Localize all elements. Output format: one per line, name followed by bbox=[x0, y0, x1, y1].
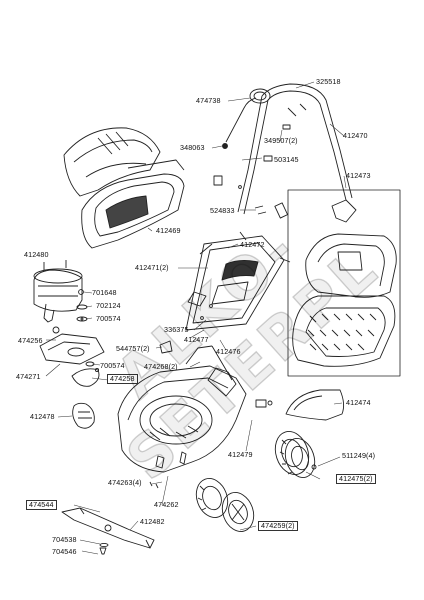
electric-motor bbox=[33, 260, 88, 323]
part-label-348063: 348063 bbox=[180, 143, 205, 152]
part-label-544757: 544757(2) bbox=[116, 344, 150, 353]
part-label-474256: 474256 bbox=[18, 336, 43, 345]
part-label-511249: 511249(4) bbox=[342, 451, 376, 460]
part-label-704538: 704538 bbox=[52, 535, 77, 544]
part-label-412482: 412482 bbox=[140, 517, 165, 526]
part-label-412475: 412475(2) bbox=[336, 474, 376, 484]
part-label-474258: 474258 bbox=[107, 374, 138, 384]
part-label-702124: 702124 bbox=[96, 301, 121, 310]
handle-assembly bbox=[213, 83, 353, 219]
part-label-412474: 412474 bbox=[346, 398, 371, 407]
part-label-474544: 474544 bbox=[26, 500, 57, 510]
rear-wheels bbox=[274, 431, 317, 478]
part-label-700574-b: 700574 bbox=[100, 361, 125, 370]
front-wheels bbox=[195, 478, 255, 532]
part-label-336375: 336375 bbox=[164, 325, 189, 334]
mulch-deflector bbox=[285, 389, 345, 421]
part-label-700574-a: 700574 bbox=[96, 314, 121, 323]
part-label-524833: 524833 bbox=[210, 206, 235, 215]
part-label-325518: 325518 bbox=[316, 77, 341, 86]
grass-catcher-box bbox=[287, 189, 401, 377]
part-label-412470: 412470 bbox=[343, 131, 368, 140]
part-label-412477: 412477 bbox=[184, 335, 209, 344]
part-label-412478: 412478 bbox=[30, 412, 55, 421]
part-label-412472: 412472 bbox=[240, 240, 265, 249]
part-label-412476: 412476 bbox=[216, 347, 241, 356]
part-label-474268: 474268(2) bbox=[144, 362, 178, 371]
cable bbox=[222, 88, 271, 149]
part-label-474259: 474259(2) bbox=[258, 521, 298, 531]
part-label-704546: 704546 bbox=[52, 547, 77, 556]
part-label-412471: 412471(2) bbox=[135, 263, 169, 272]
part-label-412479: 412479 bbox=[228, 450, 253, 459]
part-label-701648: 701648 bbox=[92, 288, 117, 297]
cutting-blade bbox=[61, 507, 155, 555]
part-label-503145: 503145 bbox=[274, 155, 299, 164]
part-label-474263: 474263(4) bbox=[108, 478, 142, 487]
part-label-474271: 474271 bbox=[16, 372, 41, 381]
part-label-412473: 412473 bbox=[346, 171, 371, 180]
part-label-474738: 474738 bbox=[196, 96, 221, 105]
part-label-474262: 474262 bbox=[154, 500, 179, 509]
motor-cover bbox=[63, 127, 185, 249]
mower-deck bbox=[117, 345, 273, 473]
part-label-412480: 412480 bbox=[24, 250, 49, 259]
part-label-349507: 349507(2) bbox=[264, 136, 298, 145]
grass-bag-frame bbox=[185, 231, 291, 331]
part-label-412469: 412469 bbox=[156, 226, 181, 235]
